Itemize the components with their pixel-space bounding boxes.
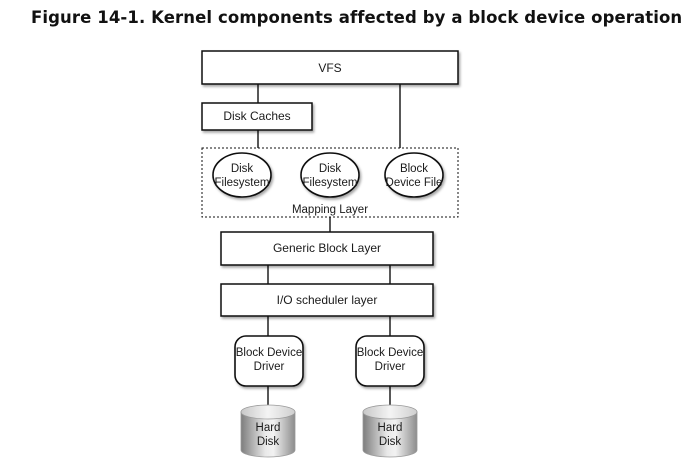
- disk-filesystem-2-line1: Disk: [319, 163, 342, 175]
- block-device-driver-1-line1: Block Device: [236, 347, 302, 359]
- disk-filesystem-2-line2: Filesystem: [303, 177, 358, 189]
- hard-disk-2-line1: Hard: [378, 422, 403, 434]
- block-device-file-line1: Block: [400, 163, 428, 175]
- block-device-driver-2-line2: Driver: [375, 361, 406, 373]
- generic-block-layer-box: Generic Block Layer: [220, 231, 434, 266]
- disk-filesystem-1-line2: Filesystem: [215, 177, 270, 189]
- disk-filesystem-node-1: Disk Filesystem: [212, 152, 272, 198]
- block-device-file-node: Block Device File: [384, 152, 444, 198]
- block-device-driver-2-line1: Block Device: [357, 347, 423, 359]
- io-scheduler-layer-box: I/O scheduler layer: [220, 283, 434, 317]
- hard-disk-1-line2: Disk: [257, 436, 280, 448]
- disk-filesystem-1-line1: Disk: [231, 163, 254, 175]
- mapping-layer-label: Mapping Layer: [292, 204, 368, 216]
- io-scheduler-layer-label: I/O scheduler layer: [277, 293, 378, 307]
- hard-disk-icon-2: Hard Disk: [362, 404, 418, 458]
- hard-disk-1-line1: Hard: [256, 422, 281, 434]
- vfs-box: VFS: [201, 50, 459, 85]
- block-device-file-line2: Device File: [386, 177, 443, 189]
- figure-title: Figure 14-1. Kernel components affected …: [31, 8, 681, 27]
- disk-filesystem-node-2: Disk Filesystem: [300, 152, 360, 198]
- block-device-driver-node-2: Block Device Driver: [355, 335, 425, 387]
- block-device-driver-node-1: Block Device Driver: [234, 335, 304, 387]
- vfs-label: VFS: [318, 61, 341, 75]
- block-device-driver-1-line2: Driver: [254, 361, 285, 373]
- connector-lines: [257, 84, 401, 405]
- generic-block-layer-label: Generic Block Layer: [273, 241, 381, 255]
- hard-disk-2-line2: Disk: [379, 436, 402, 448]
- disk-caches-box: Disk Caches: [201, 102, 313, 131]
- hard-disk-icon-1: Hard Disk: [240, 404, 296, 458]
- disk-caches-label: Disk Caches: [223, 109, 290, 123]
